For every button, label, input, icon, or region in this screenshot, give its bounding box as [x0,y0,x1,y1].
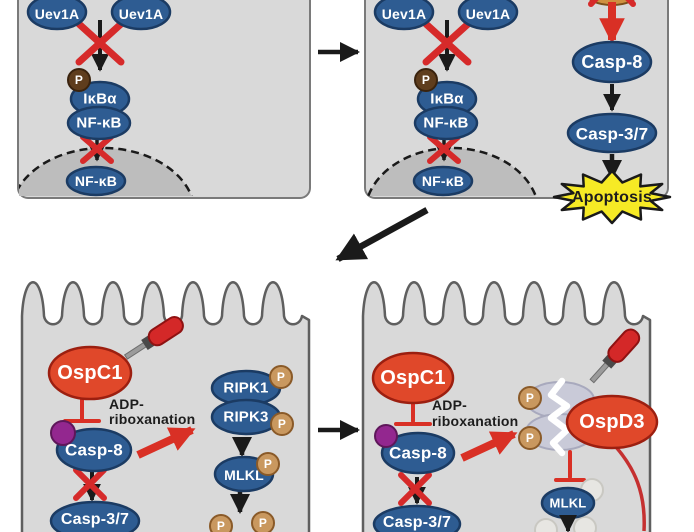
ospc1-label: OspC1 [57,362,123,384]
ripk3-label: RIPK3 [223,408,269,426]
ikba-label: IκBα [430,90,464,108]
casp8-label: Casp-8 [389,443,447,463]
ikba-label: IκBα [83,90,117,108]
apoptosis-burst [552,169,672,225]
phospho-label: P [525,431,535,445]
phospho-badges-necroptosis [209,365,294,532]
casp37-node [372,504,462,532]
casp37-label: Casp-3/7 [575,124,649,144]
uev1a-node [373,0,435,31]
adp-riboxanation-label: riboxanation [109,411,196,427]
phospho-label: P [74,73,84,87]
casp8-node [571,40,653,84]
nfkb-node [413,105,479,141]
adp-riboxanation-label: ADP- [432,397,468,413]
red-cross-top-left [75,20,125,66]
ripk1-label: RIPK1 [223,379,269,397]
phospho-badge [414,68,438,92]
nfkb-nucleus-node [65,165,127,197]
nfkb-nucleus-label: NF-κB [421,173,465,189]
phospho-badge [67,68,91,92]
phospho-label: P [421,73,431,87]
ospd3-label: OspD3 [579,411,645,433]
uev1a-label: Uev1A [118,6,164,22]
uev1a-label: Uev1A [465,6,511,22]
ospc1-label: OspC1 [380,367,446,389]
phospho-label: P [263,457,273,471]
casp8-node [380,431,456,475]
red-arrow-switch-to-necroptosis [460,430,518,462]
adp-riboxanation-label: ADP- [109,396,145,412]
ospd3-node [565,394,659,450]
nfkb-label: NF-κB [423,114,469,132]
nfkb-label: NF-κB [76,114,122,132]
red-cross-casp8-block [398,472,432,506]
casp37-node [566,112,658,154]
phospho-label: P [216,519,226,532]
red-arrow-switch-to-necroptosis [136,426,196,459]
adp-riboxanation-badge [374,424,398,448]
adp-riboxanation-label: riboxanation [432,413,519,429]
casp37-label: Casp-3/7 [60,511,130,528]
casp37-label: Casp-3/7 [382,514,452,531]
phospho-label: P [258,516,268,530]
casp8-node [55,427,133,473]
casp37-node [49,500,141,532]
nfkb-node [66,105,132,141]
mlkl-label: MLKL [224,467,264,483]
nfkb-nucleus-label: NF-κB [74,173,118,189]
phospho-label: P [276,370,286,384]
phospho-label: P [277,417,287,431]
uev1a-label: Uev1A [381,6,427,22]
phospho-label: P [525,391,535,405]
casp8-label: Casp-8 [581,52,643,72]
uev1a-node [26,0,88,31]
inhibition-tee-ospc1-casp8 [63,397,101,423]
arrow-top-to-bottom [335,207,429,262]
uev1a-node [457,0,519,31]
uev1a-node [110,0,172,31]
nfkb-nucleus-node [412,165,474,197]
red-cross-top-right [422,20,472,66]
casp8-label: Casp-8 [65,440,123,460]
red-cross-nuclear-import [80,134,114,164]
red-cross-casp8-block [73,467,107,501]
apoptosis-label: Apoptosis [571,189,653,206]
phospho-badges-complex [518,386,542,450]
ospc1-node [371,351,455,405]
inhibition-tee-complex-mlkl [554,450,586,482]
uev1a-label: Uev1A [34,6,80,22]
ospc1-node [47,345,133,401]
red-cross-clipped [588,0,636,7]
ospd3-inhibition-curve [614,445,646,532]
red-cross-nuclear-import [427,134,461,164]
mlkl-label: MLKL [549,495,587,511]
inhibition-tee-ospc1-casp8 [394,401,432,426]
adp-riboxanation-badge [50,420,76,446]
crack-icon [547,377,571,457]
